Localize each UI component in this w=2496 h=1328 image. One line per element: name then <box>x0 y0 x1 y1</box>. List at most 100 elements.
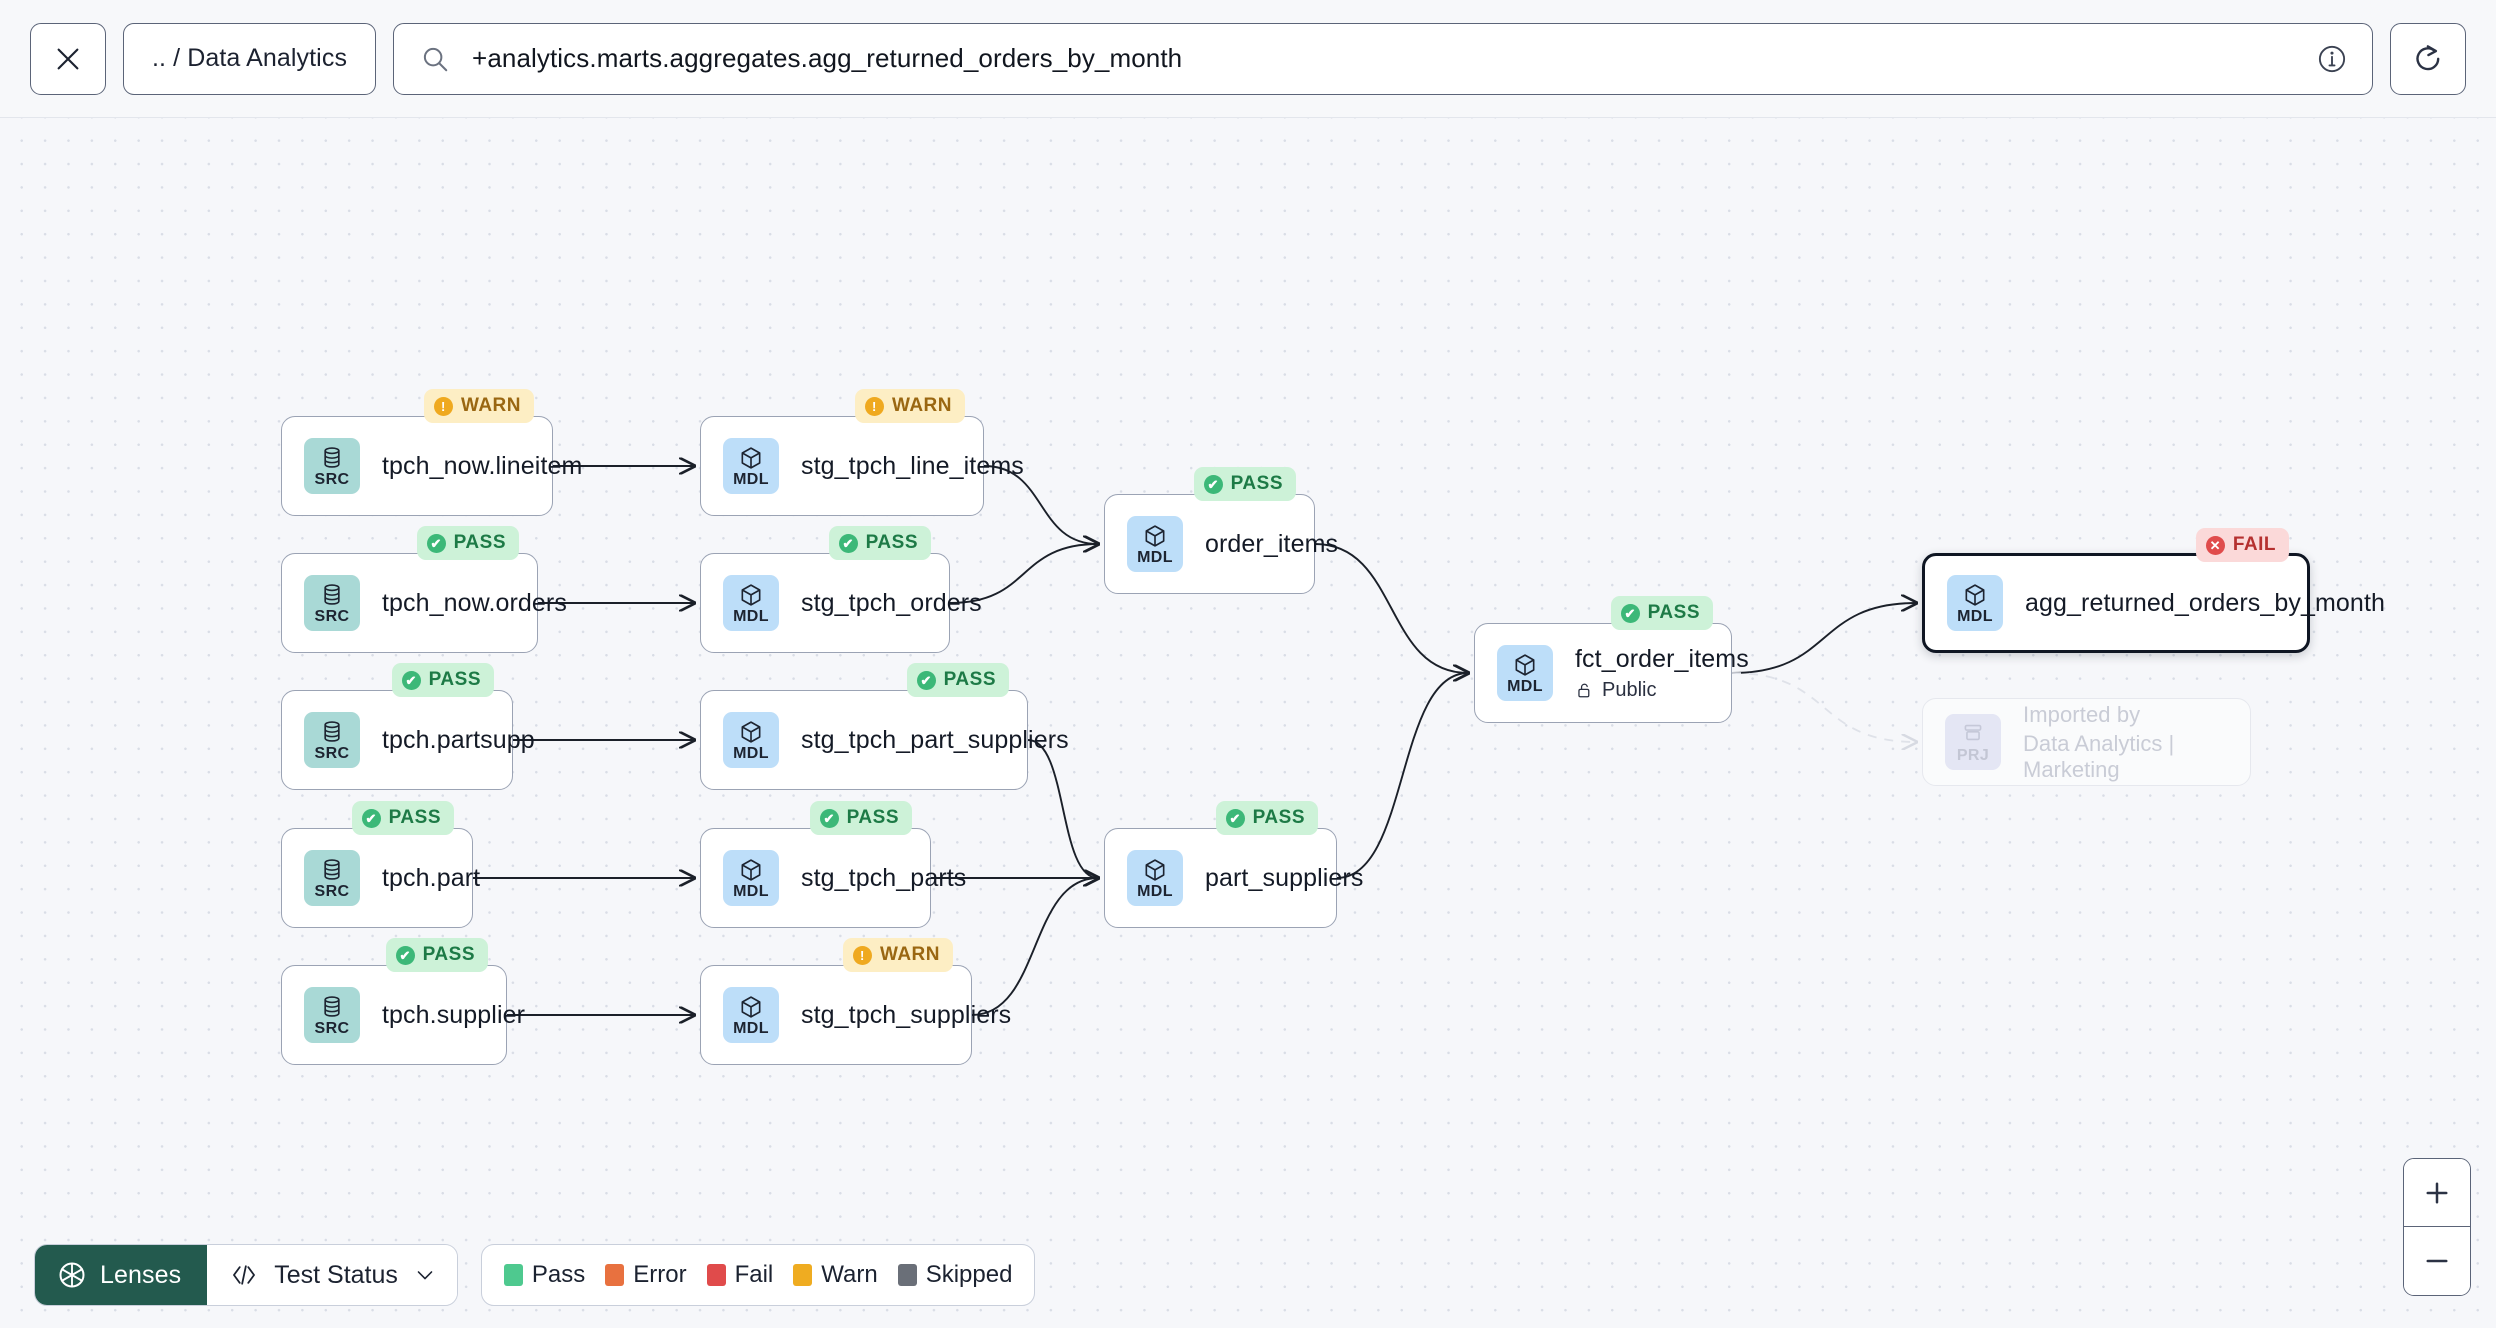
status-badge-pass[interactable]: ✔PASS <box>1193 467 1296 501</box>
status-badge-label: FAIL <box>2232 534 2276 555</box>
node-type-label: MDL <box>1507 677 1543 695</box>
info-icon[interactable] <box>2316 43 2348 75</box>
node-text: stg_tpch_part_suppliers <box>801 726 1069 755</box>
node-type-label: SRC <box>314 470 350 488</box>
node-type-badge: SRC <box>304 850 360 906</box>
node-type-label: MDL <box>1137 882 1173 900</box>
node-type-label: MDL <box>733 470 769 488</box>
search-input[interactable]: +analytics.marts.aggregates.agg_returned… <box>393 22 2373 95</box>
status-badge-warn[interactable]: ! WARN <box>854 389 965 423</box>
status-badge-label: PASS <box>428 669 481 690</box>
node-type-badge: MDL <box>1947 575 2003 631</box>
lock-open-icon <box>1578 683 1590 697</box>
status-dot-icon: ! <box>864 396 884 416</box>
graph-node-part_suppliers[interactable]: MDL part_suppliers ✔PASS <box>1104 801 1363 928</box>
edge-fct_order_items-to-agg_returned_orders_by_month <box>1731 603 1916 674</box>
node-text: stg_tpch_orders <box>801 589 982 618</box>
status-dot-icon: ✔ <box>401 670 421 690</box>
status-badge-label: PASS <box>865 532 918 553</box>
node-type-label: SRC <box>314 882 350 900</box>
node-label: tpch.partsupp <box>382 725 535 754</box>
status-badge-pass[interactable]: ✔PASS <box>828 526 931 560</box>
status-badge-label: WARN <box>891 395 952 416</box>
edge-order_items-to-fct_order_items <box>1314 543 1468 673</box>
status-dot-icon: ✔ <box>395 945 415 965</box>
legend-item-pass[interactable]: Pass <box>503 1261 586 1289</box>
status-badge-fail[interactable]: ✕ FAIL <box>2195 528 2289 562</box>
legend-item-fail[interactable]: Fail <box>706 1261 773 1289</box>
database-icon <box>324 583 340 605</box>
zoom-in-button[interactable] <box>2404 1159 2470 1227</box>
status-legend: Pass Error Fail Warn Skipped <box>480 1244 1036 1306</box>
status-badge-label: WARN <box>879 944 940 965</box>
chevron-down-icon <box>417 1271 433 1280</box>
status-dot-icon: ✔ <box>361 808 381 828</box>
project-icon <box>1964 724 1982 740</box>
status-badge-label: PASS <box>422 944 475 965</box>
legend-item-skipped[interactable]: Skipped <box>897 1261 1012 1289</box>
status-badge-label: PASS <box>1647 602 1700 623</box>
graph-node-stg_tpch_parts[interactable]: MDL stg_tpch_parts ✔PASS <box>700 801 966 928</box>
node-type-label: MDL <box>733 744 769 762</box>
status-badge-pass[interactable]: ✔PASS <box>809 801 912 835</box>
close-button[interactable] <box>30 22 106 95</box>
node-label: Imported by <box>2023 701 2141 727</box>
legend-swatch-icon <box>706 1264 726 1286</box>
status-dot-icon: ✕ <box>2205 535 2225 555</box>
status-badge-pass[interactable]: ✔ PASS <box>385 938 488 972</box>
refresh-button[interactable] <box>2390 22 2466 95</box>
node-type-label: MDL <box>733 882 769 900</box>
legend-item-error[interactable]: Error <box>605 1261 687 1289</box>
status-badge-label: PASS <box>943 669 996 690</box>
search-value[interactable]: +analytics.marts.aggregates.agg_returned… <box>472 43 1183 73</box>
status-badge-warn[interactable]: !WARN <box>423 389 534 423</box>
node-type-badge: MDL <box>723 987 779 1043</box>
status-badge-pass[interactable]: ✔PASS <box>1215 801 1318 835</box>
zoom-out-button[interactable] <box>2404 1227 2470 1295</box>
cube-icon <box>741 995 761 1018</box>
node-label: stg_tpch_parts <box>801 863 967 892</box>
legend-item-warn[interactable]: Warn <box>793 1261 878 1289</box>
status-badge-pass[interactable]: ✔PASS <box>351 801 454 835</box>
graph-node-stg_tpch_part_suppliers[interactable]: MDL stg_tpch_part_suppliers ✔PASS <box>700 663 1069 790</box>
node-sublabel-text: Data Analytics | Marketing <box>2023 730 2175 782</box>
test-status-dropdown[interactable]: Test Status <box>207 1245 457 1305</box>
node-type-badge: SRC <box>304 987 360 1043</box>
graph-node-tpch_now_lineitem[interactable]: SRC tpch_now.lineitem !WARN <box>281 389 582 516</box>
node-label: part_suppliers <box>1205 863 1364 892</box>
status-badge-pass[interactable]: ✔ PASS <box>391 663 494 697</box>
node-sublabel: Public <box>1575 679 1749 702</box>
node-type-badge: SRC <box>304 575 360 631</box>
node-text: Imported by Data Analytics | Marketing <box>2023 702 2250 783</box>
legend-swatch-icon <box>503 1264 523 1286</box>
node-label: tpch_now.lineitem <box>382 451 583 480</box>
node-type-label: SRC <box>314 1019 350 1037</box>
node-text: tpch.partsupp <box>382 726 535 755</box>
node-type-label: MDL <box>1137 548 1173 566</box>
node-sublabel-text: Public <box>1602 678 1657 701</box>
legend-label: Pass <box>531 1261 586 1288</box>
status-badge-warn[interactable]: !WARN <box>842 938 953 972</box>
status-badge-pass[interactable]: ✔PASS <box>1610 596 1713 630</box>
status-badge-pass[interactable]: ✔PASS <box>906 663 1009 697</box>
breadcrumb[interactable]: .. / Data Analytics <box>123 22 377 95</box>
cube-icon <box>741 858 761 881</box>
minus-icon <box>2426 1259 2448 1263</box>
lenses-button[interactable]: Lenses <box>35 1245 208 1305</box>
zoom-controls <box>2403 1158 2471 1296</box>
database-icon <box>324 446 340 468</box>
status-badge-pass[interactable]: ✔PASS <box>416 526 519 560</box>
